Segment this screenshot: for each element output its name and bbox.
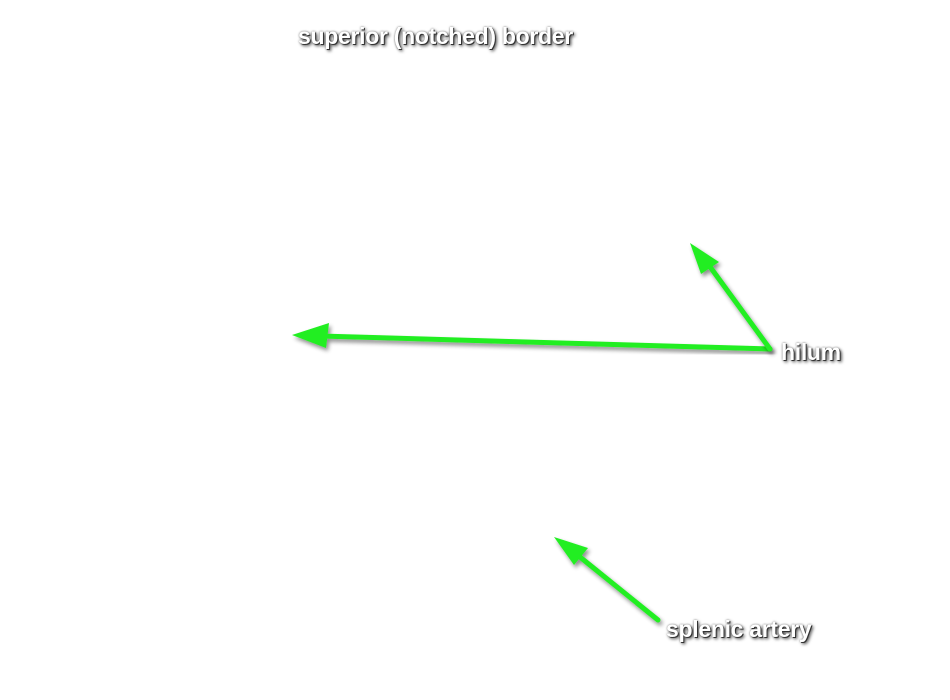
- hilum-short-arrow-head: [690, 243, 719, 274]
- hilum-long-arrow: [292, 323, 773, 352]
- splenic-artery-arrow: [554, 537, 661, 623]
- label-superior-notched-border: superior (notched) border: [298, 23, 573, 49]
- hilum-short-arrow: [690, 243, 773, 352]
- label-hilum: hilum: [781, 339, 841, 365]
- hilum-long-arrow-shaft: [317, 333, 773, 352]
- hilum-long-arrow-head: [292, 323, 329, 348]
- label-splenic-artery: splenic artery: [666, 616, 812, 642]
- hilum-short-arrow-shaft: [705, 261, 773, 352]
- splenic-artery-arrow-shaft: [572, 550, 661, 623]
- splenic-artery-arrow-head: [554, 537, 588, 565]
